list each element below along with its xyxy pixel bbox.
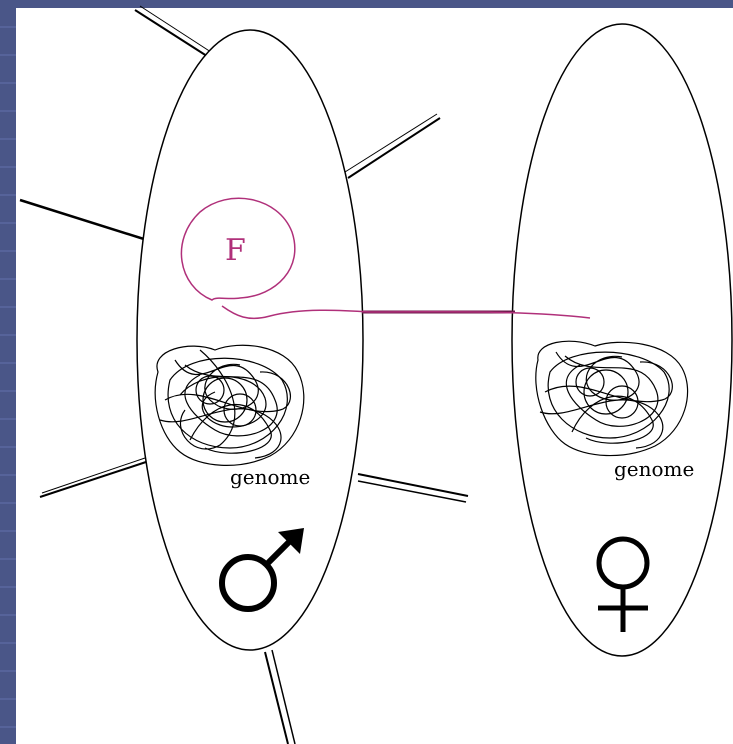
pilus-top-left [135,6,214,58]
pilus-lower-right [358,474,468,502]
pilus-upper-right [345,114,440,178]
male-genome-label: genome [230,465,310,489]
pilus-lower-left [40,458,146,497]
plasmid-label: F [225,233,246,268]
pilus-bottom [265,650,295,744]
pilus-left [20,200,147,240]
female-genome-label: genome [614,457,694,481]
female-cell-outline [512,24,732,656]
